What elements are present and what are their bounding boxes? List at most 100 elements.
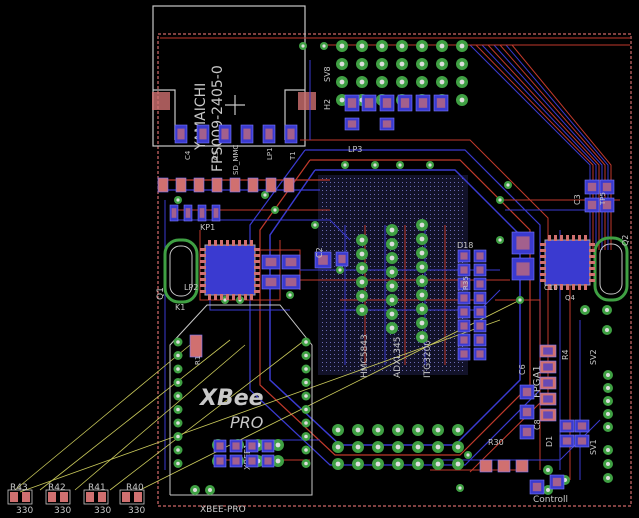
through-hole-pad[interactable] xyxy=(190,485,200,495)
smd-component[interactable] xyxy=(379,117,395,131)
smd-component[interactable] xyxy=(584,197,600,213)
smd-component[interactable] xyxy=(457,263,471,277)
through-hole-pad[interactable] xyxy=(456,58,468,70)
through-hole-pad[interactable] xyxy=(603,383,613,393)
through-hole-pad[interactable] xyxy=(436,76,448,88)
smd-component[interactable] xyxy=(539,360,557,374)
smd-component[interactable] xyxy=(473,249,487,263)
through-hole-pad[interactable] xyxy=(301,378,311,387)
through-hole-pad[interactable] xyxy=(332,458,344,470)
through-hole-pad[interactable] xyxy=(301,445,311,455)
smd-component[interactable] xyxy=(229,454,243,468)
through-hole-pad[interactable] xyxy=(356,76,368,88)
through-hole-pad[interactable] xyxy=(301,351,311,360)
sd-mount-pad-right[interactable] xyxy=(298,92,316,110)
through-hole-pad[interactable] xyxy=(261,191,269,199)
smd-component[interactable] xyxy=(174,124,188,144)
through-hole-pad[interactable] xyxy=(301,364,311,374)
through-hole-pad[interactable] xyxy=(436,58,448,70)
through-hole-pad[interactable] xyxy=(174,196,182,204)
through-hole-pad[interactable] xyxy=(301,418,311,428)
smd-component[interactable] xyxy=(361,94,377,112)
through-hole-pad[interactable] xyxy=(412,441,424,453)
through-hole-pad[interactable] xyxy=(356,262,368,274)
smd-component[interactable] xyxy=(245,439,259,453)
resistor-r40[interactable] xyxy=(119,489,145,505)
through-hole-pad[interactable] xyxy=(386,266,398,278)
smd-component[interactable] xyxy=(189,334,203,358)
smd-component[interactable] xyxy=(169,204,179,222)
smd-component[interactable] xyxy=(473,333,487,347)
smd-component[interactable] xyxy=(229,177,241,193)
through-hole-pad[interactable] xyxy=(416,289,428,301)
smd-component[interactable] xyxy=(261,439,275,453)
through-hole-pad[interactable] xyxy=(603,409,613,419)
smd-component[interactable] xyxy=(539,344,557,358)
through-hole-pad[interactable] xyxy=(173,391,183,401)
smd-component[interactable] xyxy=(497,459,511,473)
through-hole-pad[interactable] xyxy=(412,458,424,470)
smd-component[interactable] xyxy=(539,408,557,422)
smd-component[interactable] xyxy=(599,197,615,213)
through-hole-pad[interactable] xyxy=(392,441,404,453)
through-hole-pad[interactable] xyxy=(173,351,183,360)
through-hole-pad[interactable] xyxy=(516,296,524,304)
through-hole-pad[interactable] xyxy=(396,58,408,70)
through-hole-pad[interactable] xyxy=(602,305,612,315)
through-hole-pad[interactable] xyxy=(416,303,428,315)
through-hole-pad[interactable] xyxy=(341,161,349,169)
smd-component[interactable] xyxy=(175,177,187,193)
through-hole-pad[interactable] xyxy=(356,290,368,302)
through-hole-pad[interactable] xyxy=(603,396,613,406)
through-hole-pad[interactable] xyxy=(356,40,368,52)
through-hole-pad[interactable] xyxy=(416,317,428,329)
smd-component[interactable] xyxy=(397,94,413,112)
through-hole-pad[interactable] xyxy=(301,432,311,441)
through-hole-pad[interactable] xyxy=(376,40,388,52)
through-hole-pad[interactable] xyxy=(372,424,384,436)
through-hole-pad[interactable] xyxy=(416,76,428,88)
smd-component[interactable] xyxy=(457,305,471,319)
smd-component[interactable] xyxy=(284,124,298,144)
through-hole-pad[interactable] xyxy=(426,161,434,169)
smd-component[interactable] xyxy=(473,347,487,361)
smd-component[interactable] xyxy=(479,459,493,473)
through-hole-pad[interactable] xyxy=(272,439,284,451)
smd-component[interactable] xyxy=(457,277,471,291)
through-hole-pad[interactable] xyxy=(603,473,613,483)
through-hole-pad[interactable] xyxy=(173,418,183,428)
through-hole-pad[interactable] xyxy=(286,291,294,299)
through-hole-pad[interactable] xyxy=(416,261,428,273)
smd-component[interactable] xyxy=(211,177,223,193)
through-hole-pad[interactable] xyxy=(299,42,307,50)
smd-component[interactable] xyxy=(265,177,277,193)
through-hole-pad[interactable] xyxy=(205,485,215,495)
through-hole-pad[interactable] xyxy=(372,458,384,470)
through-hole-pad[interactable] xyxy=(416,219,428,231)
smd-component[interactable] xyxy=(281,274,301,290)
through-hole-pad[interactable] xyxy=(356,304,368,316)
through-hole-pad[interactable] xyxy=(371,161,379,169)
smd-component[interactable] xyxy=(473,319,487,333)
through-hole-pad[interactable] xyxy=(416,40,428,52)
through-hole-pad[interactable] xyxy=(173,337,183,347)
smd-component[interactable] xyxy=(197,204,207,222)
smd-component[interactable] xyxy=(511,231,535,255)
smd-component[interactable] xyxy=(213,439,227,453)
through-hole-pad[interactable] xyxy=(352,458,364,470)
through-hole-pad[interactable] xyxy=(504,181,512,189)
through-hole-pad[interactable] xyxy=(543,465,553,475)
smd-component[interactable] xyxy=(193,177,205,193)
through-hole-pad[interactable] xyxy=(356,234,368,246)
through-hole-pad[interactable] xyxy=(392,424,404,436)
smd-component[interactable] xyxy=(457,249,471,263)
through-hole-pad[interactable] xyxy=(336,58,348,70)
through-hole-pad[interactable] xyxy=(271,206,279,214)
through-hole-pad[interactable] xyxy=(416,247,428,259)
smd-component[interactable] xyxy=(539,376,557,390)
smd-component[interactable] xyxy=(245,454,259,468)
smd-component[interactable] xyxy=(247,177,259,193)
through-hole-pad[interactable] xyxy=(173,378,183,387)
through-hole-pad[interactable] xyxy=(173,459,183,468)
through-hole-pad[interactable] xyxy=(416,331,428,343)
